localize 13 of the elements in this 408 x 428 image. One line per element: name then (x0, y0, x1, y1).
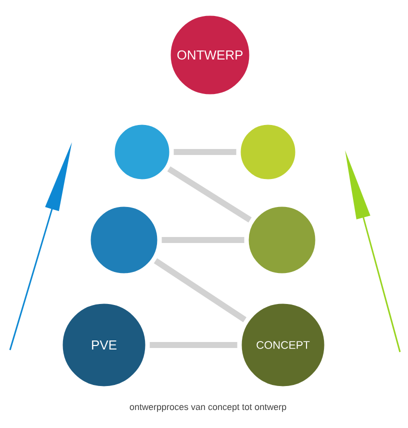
circle-node: ONTWERP (169, 14, 251, 96)
circle-node: PVE (61, 302, 147, 388)
caption: ontwerpproces van concept tot ontwerp (130, 404, 286, 412)
connector-band (154, 258, 246, 322)
circle-node: CONCEPT (240, 302, 326, 388)
circle-node (239, 123, 297, 181)
circle-node (89, 205, 159, 275)
connector-band (167, 166, 252, 222)
connector-band (174, 149, 236, 155)
connector-band (162, 237, 244, 243)
circle-node (247, 205, 317, 275)
circle-node (113, 123, 171, 181)
connector-band (150, 342, 238, 348)
